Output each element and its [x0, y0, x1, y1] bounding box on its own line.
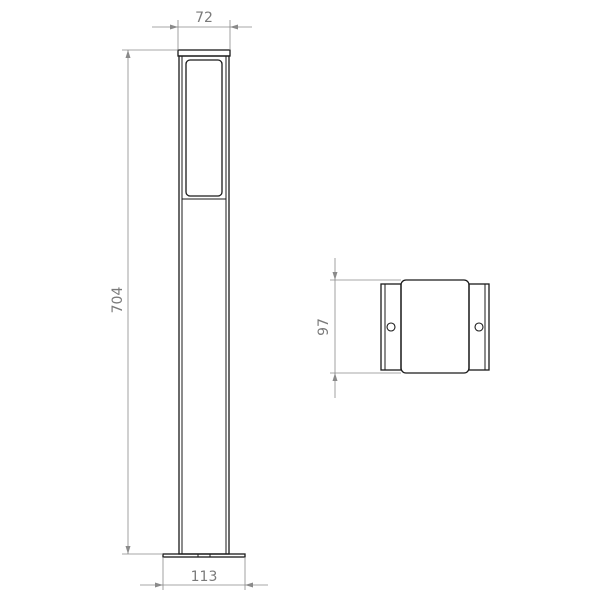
- arrow-head-right: [245, 582, 253, 588]
- dimension-height: 704: [110, 49, 178, 555]
- front-view: [162, 49, 246, 558]
- light-window: [185, 59, 223, 197]
- arrow-head-bottom: [125, 546, 131, 554]
- right-mounting-hole: [474, 322, 484, 332]
- top-cap: [177, 49, 231, 57]
- dimension-top-width: 72: [152, 10, 252, 50]
- dimension-value-depth: 97: [316, 318, 332, 336]
- arrow-head-top: [125, 50, 131, 58]
- central-housing: [400, 279, 470, 374]
- arrow-head-bottom: [332, 373, 338, 381]
- arrow-head-left: [170, 24, 178, 30]
- dimension-value-top-width: 72: [195, 10, 213, 26]
- arrow-head-right: [230, 24, 238, 30]
- dimension-value-height: 704: [110, 287, 126, 314]
- left-mounting-hole: [386, 322, 396, 332]
- top-view: [380, 279, 490, 374]
- base-plate: [162, 553, 246, 558]
- dimension-base-width: 113: [140, 557, 268, 590]
- dimension-depth: 97: [316, 258, 401, 398]
- arrow-head-left: [155, 582, 163, 588]
- dimension-value-base-width: 113: [191, 569, 218, 585]
- arrow-head-top: [332, 272, 338, 280]
